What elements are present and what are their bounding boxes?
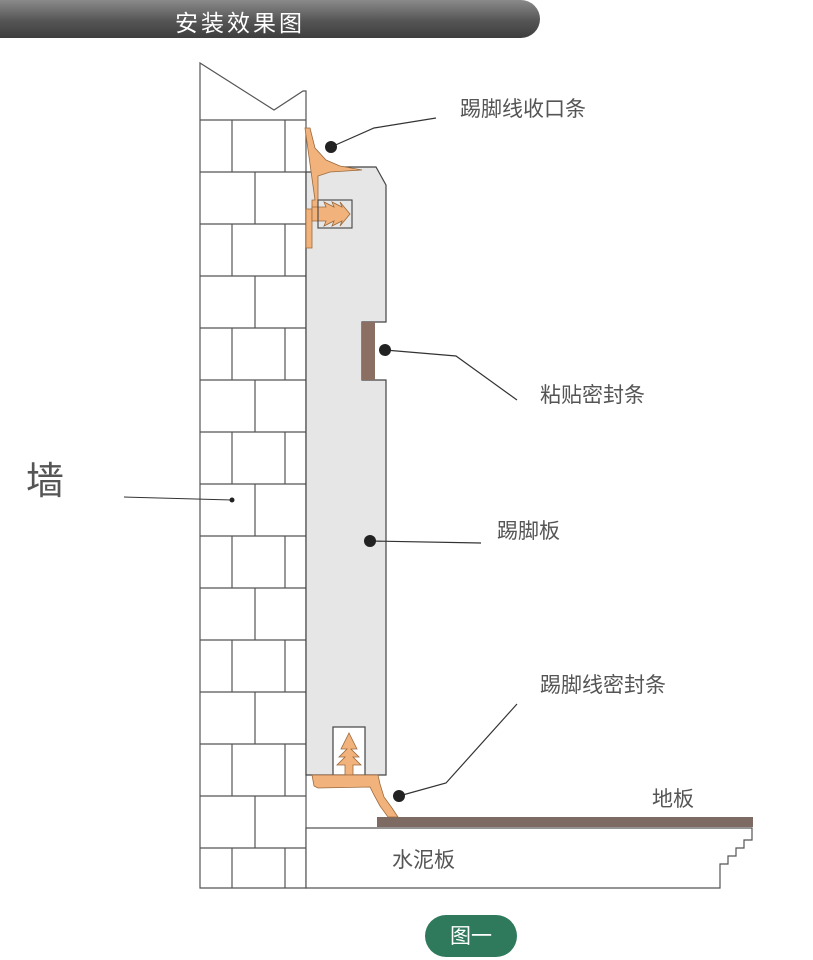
bottom-seal-tree bbox=[336, 732, 362, 776]
cap-strip-dot bbox=[325, 141, 337, 153]
cap-strip-barb bbox=[311, 201, 351, 227]
adhesive-seal-label: 粘贴密封条 bbox=[540, 383, 645, 407]
bottom-seal-strip bbox=[311, 732, 399, 818]
page-title: 安装效果图 bbox=[175, 11, 305, 37]
cement-board-label: 水泥板 bbox=[392, 848, 455, 872]
skirting-seal-dot bbox=[393, 790, 405, 802]
title-bar: 安装效果图 bbox=[0, 0, 540, 38]
skirting-board-body bbox=[305, 166, 387, 776]
cement-board bbox=[305, 827, 753, 889]
skirting-board bbox=[305, 166, 387, 776]
wall-label: 墙 bbox=[26, 459, 64, 503]
brick-wall bbox=[199, 61, 307, 889]
adhesive-seal-dot bbox=[379, 344, 391, 356]
leader-dots bbox=[229, 141, 405, 802]
wall-outline bbox=[199, 61, 307, 889]
leader-lines bbox=[123, 117, 518, 797]
wall-brick-lines bbox=[200, 119, 306, 888]
floor-plank bbox=[377, 817, 753, 827]
bottom-seal-base bbox=[311, 774, 399, 818]
cap-strip bbox=[304, 127, 363, 249]
adhesive-seal-strip bbox=[362, 322, 375, 380]
cement-board-outline bbox=[305, 827, 753, 889]
adhesive-seal-leader bbox=[384, 349, 518, 401]
floor-label: 地板 bbox=[652, 787, 694, 811]
wall-leader bbox=[123, 496, 233, 501]
figure-badge: 图一 bbox=[425, 915, 517, 957]
cap-strip-label: 踢脚线收口条 bbox=[460, 97, 586, 121]
cap-strip-slot bbox=[317, 199, 353, 229]
skirting-board-dot bbox=[364, 535, 376, 547]
wall-dot bbox=[229, 497, 235, 503]
skirting-seal-label: 踢脚线密封条 bbox=[540, 673, 666, 697]
skirting-board-label: 踢脚板 bbox=[497, 519, 560, 543]
cap-strip-leader bbox=[330, 117, 437, 148]
skirting-board-leader bbox=[369, 540, 482, 544]
skirting-seal-leader bbox=[398, 703, 518, 797]
